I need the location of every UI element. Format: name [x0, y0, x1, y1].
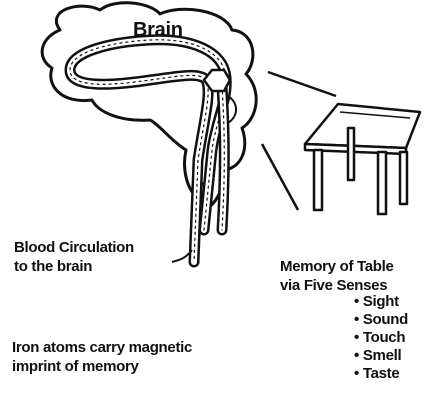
memory-label: Memory of Table via Five Senses	[280, 257, 394, 295]
table-drawing	[305, 104, 420, 214]
circulation-label: Blood Circulation to the brain	[14, 238, 134, 276]
sense-item-taste: Taste	[354, 365, 408, 383]
blood-vessel-branch	[222, 86, 224, 230]
sense-item-smell: Smell	[354, 347, 408, 365]
sense-item-touch: Touch	[354, 329, 408, 347]
senses-list: Sight Sound Touch Smell Taste	[354, 293, 408, 383]
iron-label-line-1: Iron atoms carry magnetic	[12, 338, 192, 357]
sense-item-sound: Sound	[354, 311, 408, 329]
brain-title: Brain	[133, 20, 183, 40]
circulation-label-line-1: Blood Circulation	[14, 238, 134, 257]
connector-line-bottom	[262, 144, 298, 210]
memory-label-line-1: Memory of Table	[280, 257, 394, 276]
connector-line-top	[268, 72, 336, 96]
blood-vessel-loop	[70, 40, 226, 262]
iron-atoms-label: Iron atoms carry magnetic imprint of mem…	[12, 338, 192, 376]
iron-label-line-2: imprint of memory	[12, 357, 192, 376]
sense-item-sight: Sight	[354, 293, 408, 311]
circulation-label-line-2: to the brain	[14, 257, 134, 276]
